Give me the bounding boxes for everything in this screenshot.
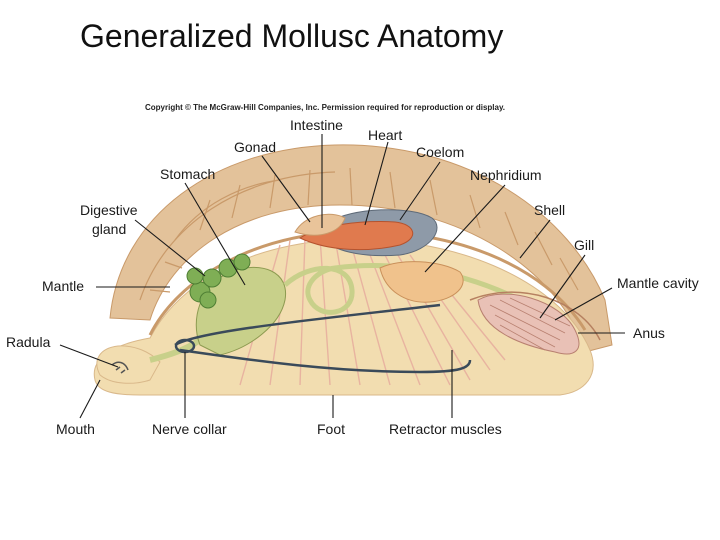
label-stomach: Stomach	[160, 166, 215, 182]
label-mantle: Mantle	[42, 278, 84, 294]
nephridium	[379, 261, 464, 303]
label-coelom: Coelom	[416, 144, 464, 160]
label-intestine: Intestine	[290, 117, 343, 133]
nerve-cords	[174, 303, 472, 374]
leader-nephridium	[424, 184, 506, 273]
label-retractor-muscles: Retractor muscles	[389, 421, 502, 437]
leader-stomach	[184, 182, 246, 286]
shell	[109, 144, 613, 353]
leader-radula	[59, 344, 119, 368]
head	[96, 345, 161, 384]
leader-heart	[364, 141, 389, 226]
page-title: Generalized Mollusc Anatomy	[80, 18, 504, 54]
label-heart: Heart	[368, 127, 402, 143]
label-radula: Radula	[6, 334, 51, 350]
label-gonad: Gonad	[234, 139, 276, 155]
label-shell: Shell	[534, 202, 565, 218]
labels: Intestine Heart Gonad Coelom Stomach Nep…	[6, 117, 699, 437]
label-anus: Anus	[633, 325, 665, 341]
label-digestive-gland-line1: Digestive	[80, 202, 138, 218]
leader-gill	[539, 254, 586, 319]
leader-coelom	[399, 161, 441, 221]
label-foot: Foot	[317, 421, 345, 437]
leader-mouth	[79, 379, 101, 419]
label-digestive-gland-line2: gland	[92, 221, 126, 237]
copyright-notice: Copyright © The McGraw-Hill Companies, I…	[145, 103, 506, 112]
mantle-cavity	[469, 291, 601, 341]
label-mantle-cavity: Mantle cavity	[617, 275, 699, 291]
label-nerve-collar: Nerve collar	[152, 421, 227, 437]
leader-lines	[59, 134, 625, 419]
label-mouth: Mouth	[56, 421, 95, 437]
leader-digestive-gland	[134, 219, 206, 277]
leader-gonad	[261, 155, 311, 223]
gonad	[294, 213, 346, 236]
label-nephridium: Nephridium	[470, 167, 542, 183]
esophagus	[149, 337, 202, 363]
label-gill: Gill	[574, 237, 594, 253]
leader-mantle-cavity	[554, 287, 613, 321]
radula	[111, 361, 129, 374]
leader-shell	[519, 219, 551, 259]
shell-ridges	[139, 167, 579, 301]
gill-filaments	[489, 297, 571, 351]
